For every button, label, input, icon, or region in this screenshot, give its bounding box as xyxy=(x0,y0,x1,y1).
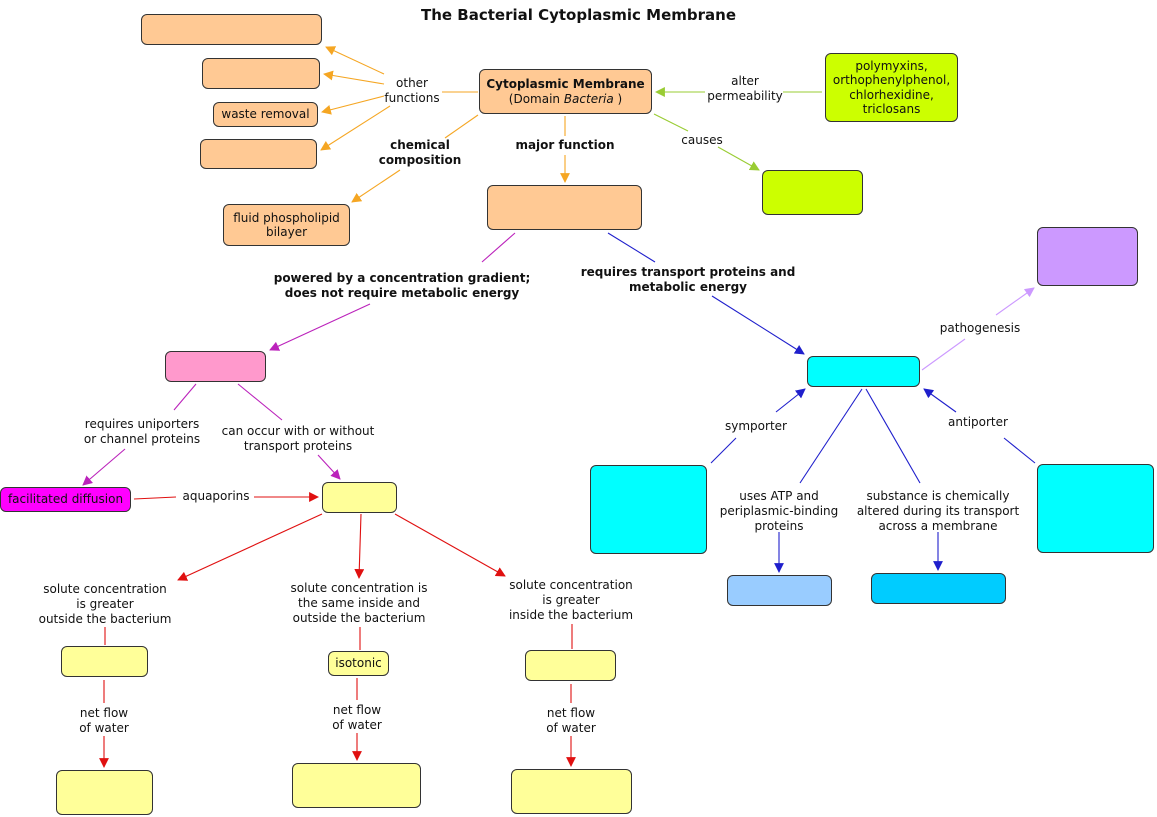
arrow-to-facilitated-diffusion xyxy=(82,448,126,486)
label-chemically-altered: substance is chemically altered during i… xyxy=(856,489,1020,533)
node-result-left xyxy=(56,770,153,815)
label-conc-same: solute concentration is the same inside … xyxy=(290,581,428,625)
node-group-translocation xyxy=(871,573,1006,604)
connector-membrane-to-causes xyxy=(653,113,689,132)
arrow-to-conc-same xyxy=(354,513,365,579)
connector-symporter-lower xyxy=(710,437,737,464)
node-active-transport xyxy=(807,356,920,387)
arrow-antiporter-to-active xyxy=(923,388,957,413)
node-waste-removal: waste removal xyxy=(213,102,318,127)
node-cytoplasmic-membrane: Cytoplasmic Membrane (Domain Bacteria ) xyxy=(479,69,652,114)
node-subtitle-prefix: (Domain xyxy=(508,91,564,106)
label-pathogenesis: pathogenesis xyxy=(939,321,1021,335)
arrow-symporter-to-active xyxy=(775,388,806,413)
label-alter-permeability: alter permeability xyxy=(707,74,783,103)
arrow-to-causes-target xyxy=(717,146,760,171)
connector-antiporter-lower xyxy=(1003,437,1036,464)
label-causes: causes xyxy=(681,133,723,147)
arrow-to-passive-transport xyxy=(269,303,371,351)
connector-major-to-gradient xyxy=(481,232,516,263)
label-uses-atp: uses ATP and periplasmic-binding protein… xyxy=(719,489,839,533)
node-major-function xyxy=(487,185,642,230)
connector-membrane-to-composition xyxy=(444,114,479,139)
label-net-flow-right: net flow of water xyxy=(546,706,596,735)
arrow-to-active-transport xyxy=(711,295,805,355)
connector-active-to-atp xyxy=(799,388,863,484)
node-abc-transport xyxy=(727,575,832,606)
node-osmosis xyxy=(322,482,397,513)
label-antiporter: antiporter xyxy=(948,415,1008,429)
label-symporter: symporter xyxy=(725,419,787,433)
label-requires-uniporters: requires uniporters or channel proteins xyxy=(83,417,201,446)
label-chemical-composition: chemical composition xyxy=(378,138,462,167)
arrow-to-fluid-bilayer xyxy=(351,169,401,203)
node-result-middle xyxy=(292,763,421,808)
connector-facilitated-to-aquaporins xyxy=(133,496,177,500)
node-subtitle-suffix: ) xyxy=(613,91,623,106)
arrow-to-waste-removal xyxy=(321,95,385,115)
node-other-function-4 xyxy=(200,139,317,169)
label-net-flow-left: net flow of water xyxy=(79,706,129,735)
node-result-right xyxy=(511,769,632,814)
node-fluid-phospholipid-bilayer: fluid phospholipid bilayer xyxy=(223,204,350,246)
arrow-to-other-function-2 xyxy=(323,70,385,85)
node-isotonic: isotonic xyxy=(328,651,389,676)
node-other-function-2 xyxy=(202,58,320,89)
arrow-to-osmosis xyxy=(317,454,341,480)
label-conc-outside: solute concentration is greater outside … xyxy=(38,582,172,626)
arrow-to-other-function-1 xyxy=(325,46,385,75)
diagram-title: The Bacterial Cytoplasmic Membrane xyxy=(420,6,737,24)
label-with-or-without: can occur with or without transport prot… xyxy=(221,424,375,453)
node-pathogenesis-target xyxy=(1037,227,1138,286)
node-title: Cytoplasmic Membrane xyxy=(486,77,645,92)
label-conc-inside: solute concentration is greater inside t… xyxy=(508,578,634,622)
connector-active-to-altered xyxy=(865,388,921,484)
label-aquaporins: aquaporins xyxy=(182,489,250,503)
node-subtitle-domain: Bacteria xyxy=(563,91,614,106)
node-facilitated-diffusion: facilitated diffusion xyxy=(0,487,131,512)
arrow-to-conc-inside xyxy=(394,513,506,577)
node-antiporter-source xyxy=(1037,464,1154,553)
label-net-flow-middle: net flow of water xyxy=(332,703,382,732)
connector-active-to-pathogenesis xyxy=(921,338,966,371)
arrow-to-pathogenesis-target xyxy=(995,287,1035,316)
node-symporter-source xyxy=(590,465,707,554)
label-powered-by-gradient: powered by a concentration gradient; doe… xyxy=(273,271,531,300)
node-other-function-1 xyxy=(141,14,322,45)
label-major-function: major function xyxy=(515,138,615,152)
node-hypertonic xyxy=(61,646,148,677)
label-requires-transport-proteins: requires transport proteins and metaboli… xyxy=(580,265,796,294)
connector-major-to-transport xyxy=(607,232,656,263)
node-passive-transport xyxy=(165,351,266,382)
node-causes-target xyxy=(762,170,863,215)
connector-passive-to-uniporters xyxy=(173,383,197,411)
connector-passive-to-with-without xyxy=(237,383,283,421)
node-antimicrobial-agents: polymyxins, orthophenylphenol, chlorhexi… xyxy=(825,53,958,122)
arrow-to-other-function-4 xyxy=(320,105,391,151)
node-hypotonic xyxy=(525,650,616,681)
label-other-functions: other functions xyxy=(384,76,440,105)
arrow-to-conc-outside xyxy=(177,513,323,581)
